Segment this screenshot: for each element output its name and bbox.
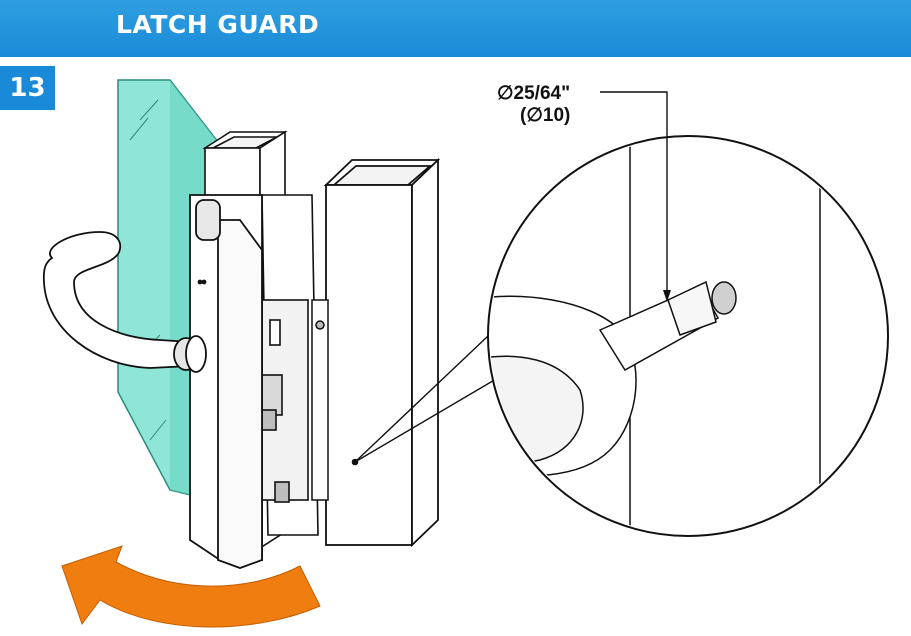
detail-magnifier bbox=[487, 135, 889, 537]
detail-pointer bbox=[354, 335, 509, 463]
lock-cover-plate bbox=[189, 194, 263, 569]
receiver-tube bbox=[323, 157, 441, 548]
header-bar: LATCH GUARD bbox=[0, 0, 911, 57]
diameter-imperial-label: ∅25/64" bbox=[497, 83, 571, 104]
swing-direction-arrow bbox=[61, 545, 321, 628]
page-title: LATCH GUARD bbox=[116, 10, 320, 39]
door-handle bbox=[42, 231, 207, 373]
lock-body bbox=[261, 194, 319, 536]
keeper-plate bbox=[311, 299, 329, 501]
diameter-metric-label: (∅10) bbox=[520, 105, 571, 126]
step-number-badge: 13 bbox=[0, 66, 55, 110]
dimension-leader bbox=[600, 91, 671, 302]
